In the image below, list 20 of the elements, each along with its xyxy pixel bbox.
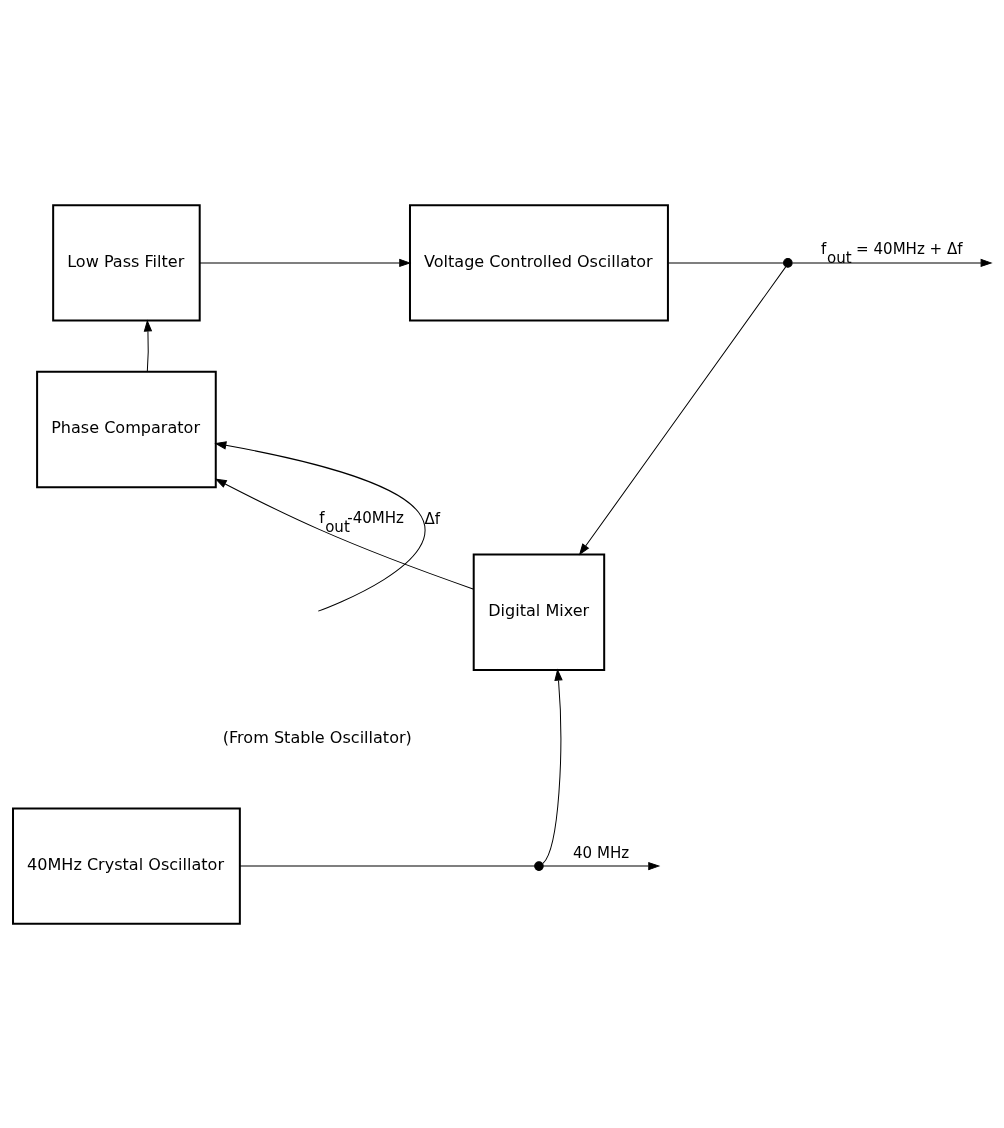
arrow: [214, 440, 425, 612]
node-box: Voltage Controlled Oscillator: [408, 203, 669, 322]
node-box: 40MHz Crystal Oscillator: [11, 806, 241, 925]
edge-label: Δf: [424, 509, 440, 528]
arrow: [791, 258, 992, 267]
node-circle: [782, 257, 793, 268]
connector: [667, 261, 784, 263]
node-box: Low Pass Filter: [51, 203, 201, 322]
connector: [239, 865, 535, 867]
arrow: [542, 861, 659, 870]
arrow: [215, 478, 474, 590]
arrow: [143, 320, 152, 372]
node-box: Phase Comparator: [35, 370, 217, 488]
arrow: [198, 258, 410, 267]
node-circle: [533, 860, 544, 871]
arrow: [578, 265, 786, 555]
node-box: Digital Mixer: [472, 552, 605, 671]
arrow: [542, 669, 562, 864]
label: (From Stable Oscillator): [222, 727, 412, 747]
edge-label: 40 MHz: [572, 843, 629, 862]
